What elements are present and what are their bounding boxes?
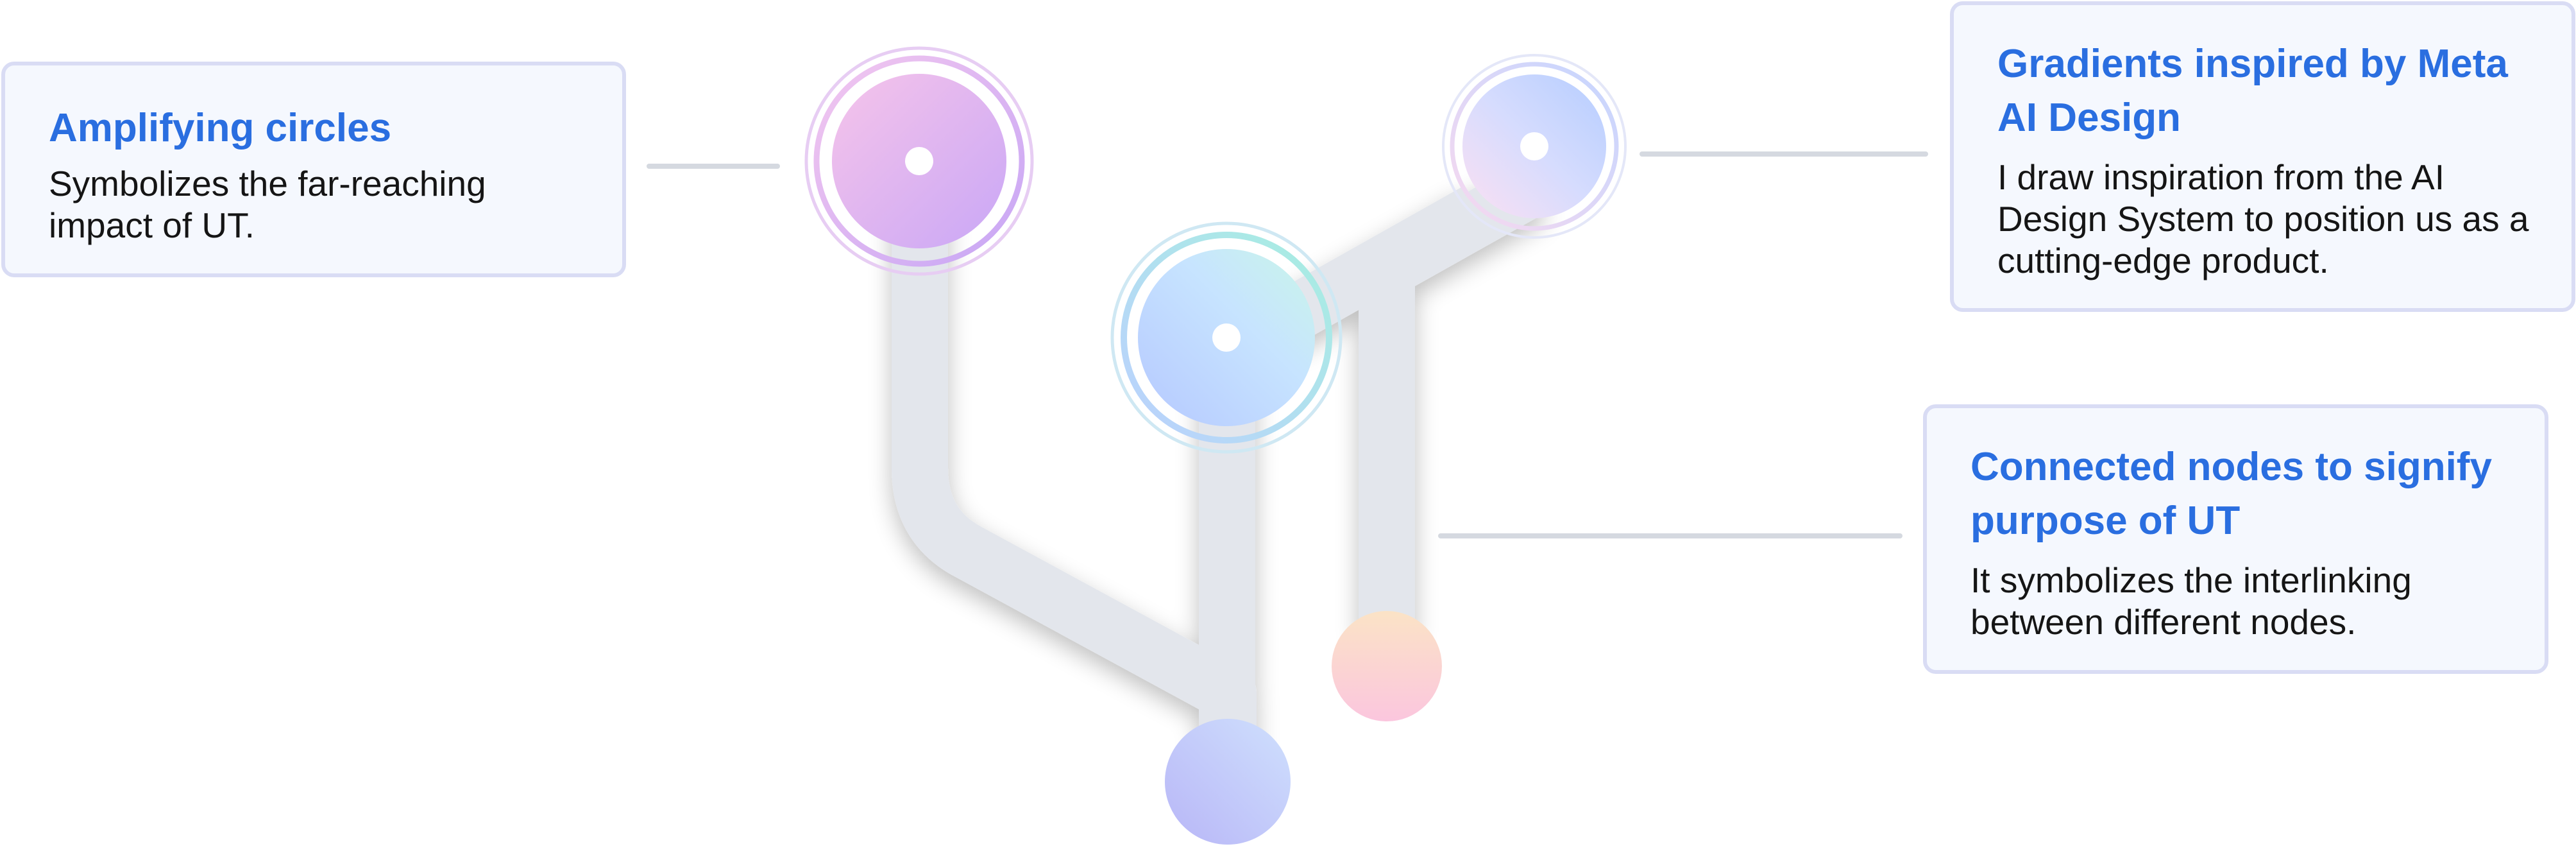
peach-end-node [1332,611,1442,721]
card-body: It symbolizes the interlinking between d… [1970,560,2412,642]
card-body: Symbolizes the far-reaching impact of UT… [49,164,486,245]
teal-circle-node [1110,221,1343,454]
card-title: Connected nodes to signify purpose of UT [1970,445,2492,543]
card-body: I draw inspiration from the AI Design Sy… [1997,157,2529,280]
card-gradients: Gradients inspired by Meta AI Design I d… [1950,1,2575,312]
card-title: Amplifying circles [49,106,392,150]
amplifying-circle-node [804,46,1034,276]
track-left [892,193,1257,789]
track-group [892,162,1547,789]
card-amplifying-circles: Amplifying circles Symbolizes the far-re… [1,62,626,277]
gradient-circle-node [1442,54,1627,239]
lavender-end-node [1165,719,1291,845]
track-diagonal [1267,187,1489,346]
card-connected-nodes: Connected nodes to signify purpose of UT… [1923,404,2548,674]
card-title: Gradients inspired by Meta AI Design [1997,42,2508,140]
